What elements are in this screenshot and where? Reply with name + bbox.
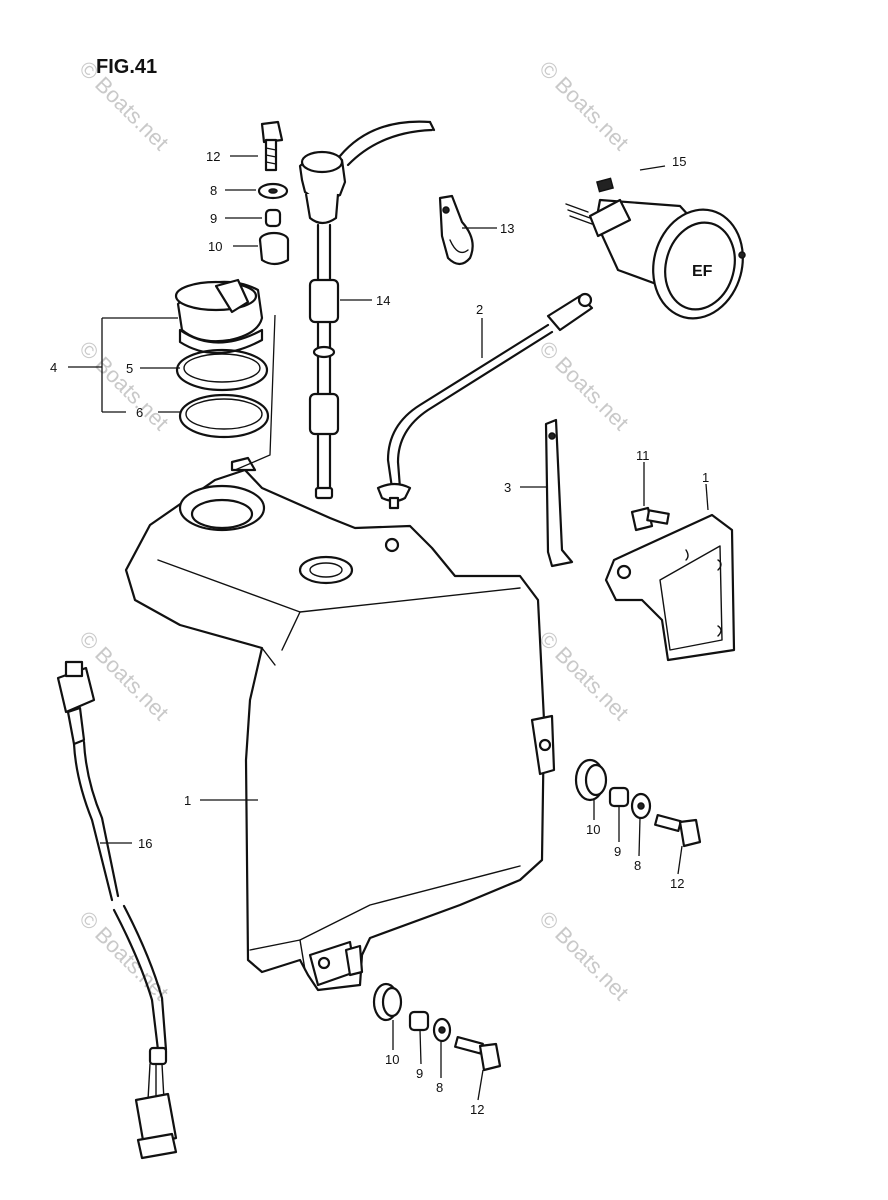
sensor-lead: [376, 292, 594, 510]
callout-4: 4: [50, 360, 57, 375]
wire-clamp: [438, 194, 474, 266]
callout-1: 1: [702, 470, 709, 485]
mounting-strap: [544, 418, 574, 568]
callout-2: 2: [476, 302, 483, 317]
grommet-stack-right: [574, 758, 702, 848]
level-sensor: [298, 120, 436, 500]
callout-14: 14: [376, 293, 390, 308]
watermark-text: © Boats.net: [534, 56, 633, 155]
callout-12: 12: [206, 149, 220, 164]
filler-cap: [174, 278, 264, 355]
callout-10: 10: [208, 239, 222, 254]
figure-title: FIG.41: [96, 56, 157, 78]
watermark-text: © Boats.net: [534, 906, 633, 1005]
callout-15: 15: [672, 154, 686, 169]
callout-8: 8: [436, 1080, 443, 1095]
callout-10: 10: [586, 822, 600, 837]
gasket: [178, 393, 270, 439]
callout-9: 9: [614, 844, 621, 859]
callout-11: 11: [636, 448, 650, 463]
wiring-harness: [56, 660, 178, 1160]
gauge-face-text: EF: [692, 263, 713, 280]
o-ring: [175, 348, 269, 392]
grommet-stack-lower: [372, 982, 502, 1072]
callout-9: 9: [416, 1066, 423, 1081]
oil-tank: [124, 456, 556, 992]
bolt-stack-top: [257, 120, 290, 266]
callout-9: 9: [210, 211, 217, 226]
mounting-bracket: [604, 513, 736, 662]
watermark-text: © Boats.net: [74, 336, 173, 435]
bracket-bolt: [630, 506, 670, 532]
callout-8: 8: [210, 183, 217, 198]
watermark-text: © Boats.net: [74, 626, 173, 725]
callout-labels: 12 8 9 10 4 5 6 14 13 15 2 3 11 1 1 16 1…: [50, 149, 709, 1117]
callout-6: 6: [136, 405, 143, 420]
callout-1: 1: [184, 793, 191, 808]
watermark-text: © Boats.net: [534, 626, 633, 725]
watermark-text: © Boats.net: [534, 336, 633, 435]
callout-12: 12: [670, 876, 684, 891]
callout-13: 13: [500, 221, 514, 236]
callout-8: 8: [634, 858, 641, 873]
leader-lines: [68, 155, 709, 1101]
callout-16: 16: [138, 836, 152, 851]
callout-3: 3: [504, 480, 511, 495]
callout-10: 10: [385, 1052, 399, 1067]
oil-gauge: EF: [565, 177, 746, 320]
callout-5: 5: [126, 361, 133, 376]
callout-12: 12: [470, 1102, 484, 1117]
